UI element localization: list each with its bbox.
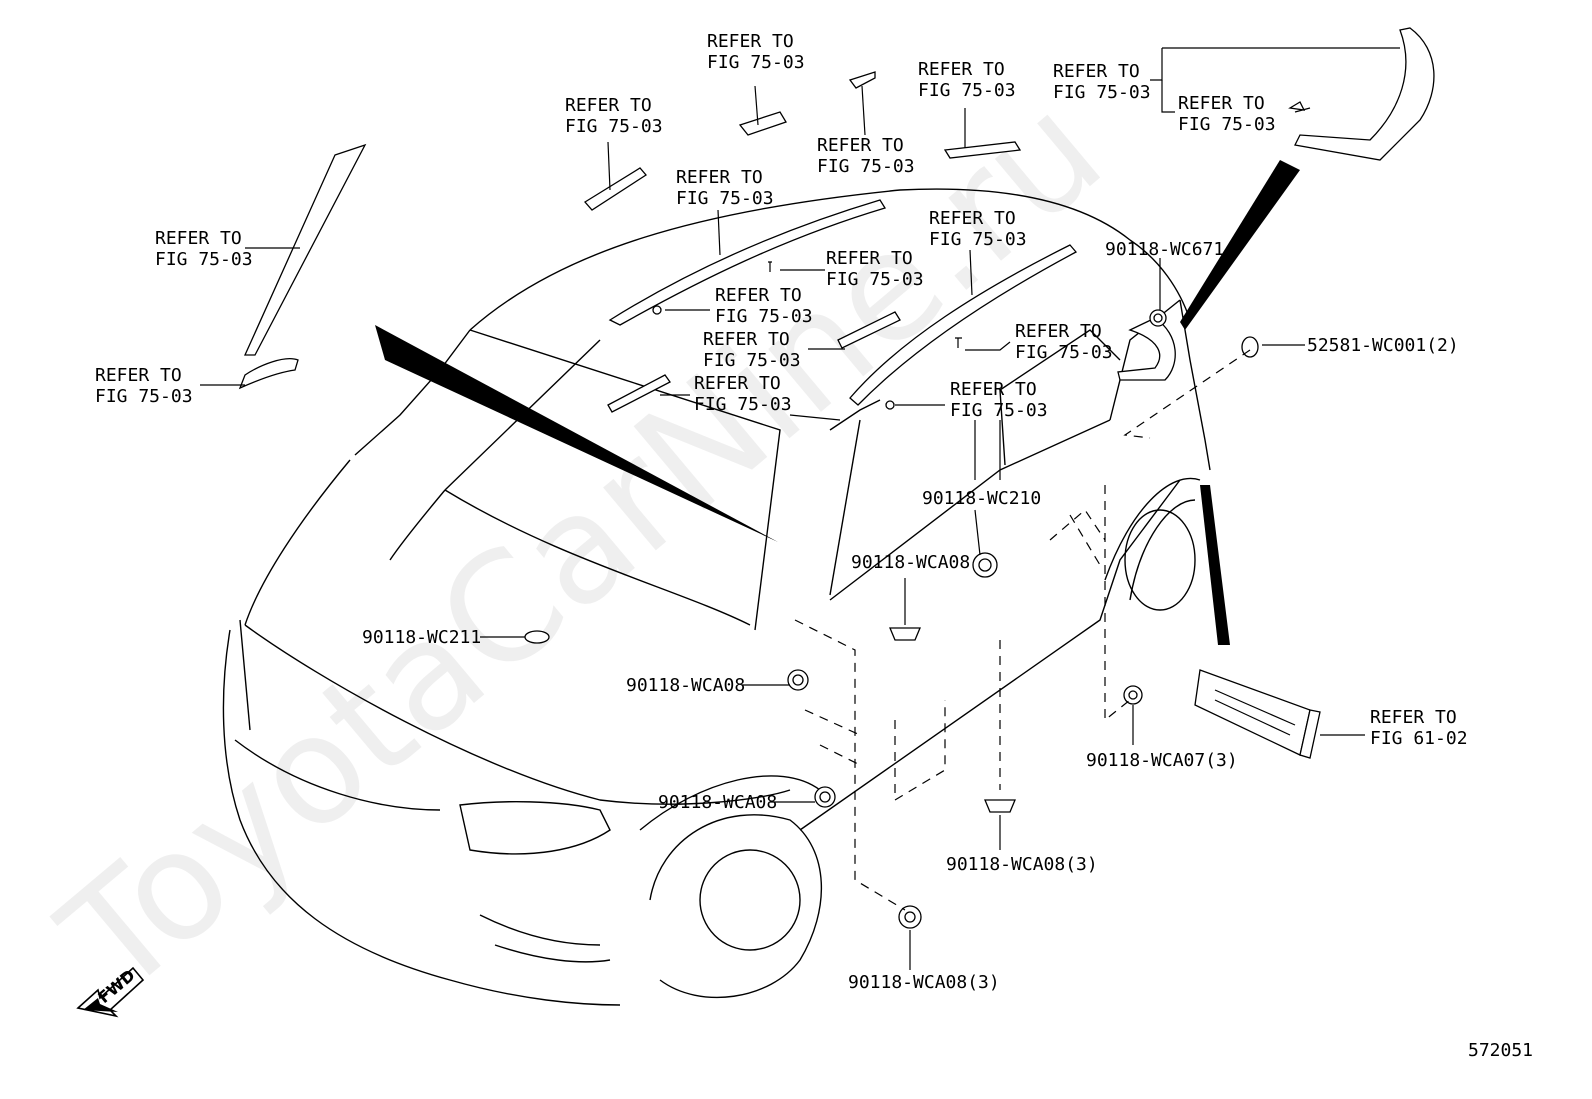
callout-front-moulding-l1: REFER TO xyxy=(694,373,781,394)
callout-roof-screw-l2: FIG 75-03 xyxy=(826,269,924,290)
callout-roof-piece-left-l2: FIG 75-03 xyxy=(565,116,663,137)
part-number-wc210: 90118-WC210 xyxy=(922,488,1041,509)
callout-roof-strip-right-l2: FIG 75-03 xyxy=(918,80,1016,101)
part-number-wca08-wheel: 90118-WCA08 xyxy=(658,792,777,813)
part-number-wc671: 90118-WC671 xyxy=(1105,239,1224,260)
callout-rear-pillar-screw-l2: FIG 75-03 xyxy=(1015,342,1113,363)
callout-pillar-upper-l1: REFER TO xyxy=(155,228,242,249)
callout-rear-spoiler-upper-l2: FIG 75-03 xyxy=(1053,82,1151,103)
callout-roof-piece-left-l1: REFER TO xyxy=(565,95,652,116)
callout-rear-pillar-screw-l1: REFER TO xyxy=(1015,321,1102,342)
callout-pillar-lower-l1: REFER TO xyxy=(95,365,182,386)
part-number-wca08-fender: 90118-WCA08 xyxy=(626,675,745,696)
callout-roof-screw-l1: REFER TO xyxy=(826,248,913,269)
leader-lines xyxy=(200,47,1400,970)
callout-rear-spoiler-clip-l1: REFER TO xyxy=(1178,93,1265,114)
callout-roof-piece-top-l1: REFER TO xyxy=(707,31,794,52)
callout-roof-rail-right-l1: REFER TO xyxy=(929,208,1016,229)
callout-rocker-panel-l2: FIG 61-02 xyxy=(1370,728,1468,749)
figure-number: 572051 xyxy=(1468,1040,1533,1061)
callout-quarter-nut-l1: REFER TO xyxy=(950,379,1037,400)
callout-rear-spoiler-clip-l2: FIG 75-03 xyxy=(1178,114,1276,135)
callout-roof-rail-right-l2: FIG 75-03 xyxy=(929,229,1027,250)
part-number-wca08-upper: 90118-WCA08 xyxy=(851,552,970,573)
callout-windshield-strip-l2: FIG 75-03 xyxy=(703,350,801,371)
part-number-wca08-rocker: 90118-WCA08(3) xyxy=(946,854,1098,875)
callout-quarter-nut-l2: FIG 75-03 xyxy=(950,400,1048,421)
callout-roof-piece-top-l2: FIG 75-03 xyxy=(707,52,805,73)
part-number-wc001: 52581-WC001(2) xyxy=(1307,335,1459,356)
part-number-wc211: 90118-WC211 xyxy=(362,627,481,648)
callout-rocker-panel-l1: REFER TO xyxy=(1370,707,1457,728)
callout-roof-nut-l1: REFER TO xyxy=(715,285,802,306)
callout-roof-clip-l1: REFER TO xyxy=(817,135,904,156)
callout-wedges xyxy=(375,160,1300,645)
callout-windshield-strip-l1: REFER TO xyxy=(703,329,790,350)
callout-roof-strip-right-l1: REFER TO xyxy=(918,59,1005,80)
callout-roof-clip-l2: FIG 75-03 xyxy=(817,156,915,177)
callout-roof-nut-l2: FIG 75-03 xyxy=(715,306,813,327)
parts xyxy=(238,27,1435,929)
callout-pillar-upper-l2: FIG 75-03 xyxy=(155,249,253,270)
part-number-wca07: 90118-WCA07(3) xyxy=(1086,750,1238,771)
part-number-wca08-bottom: 90118-WCA08(3) xyxy=(848,972,1000,993)
callout-pillar-lower-l2: FIG 75-03 xyxy=(95,386,193,407)
dashed-leaders xyxy=(794,349,1251,911)
labels: REFER TO FIG 75-03 REFER TO FIG 75-03 RE… xyxy=(95,31,1533,1061)
callout-front-moulding-l2: FIG 75-03 xyxy=(694,394,792,415)
callout-roof-rail-left-l2: FIG 75-03 xyxy=(676,188,774,209)
callout-rear-spoiler-upper-l1: REFER TO xyxy=(1053,61,1140,82)
callout-roof-rail-left-l1: REFER TO xyxy=(676,167,763,188)
